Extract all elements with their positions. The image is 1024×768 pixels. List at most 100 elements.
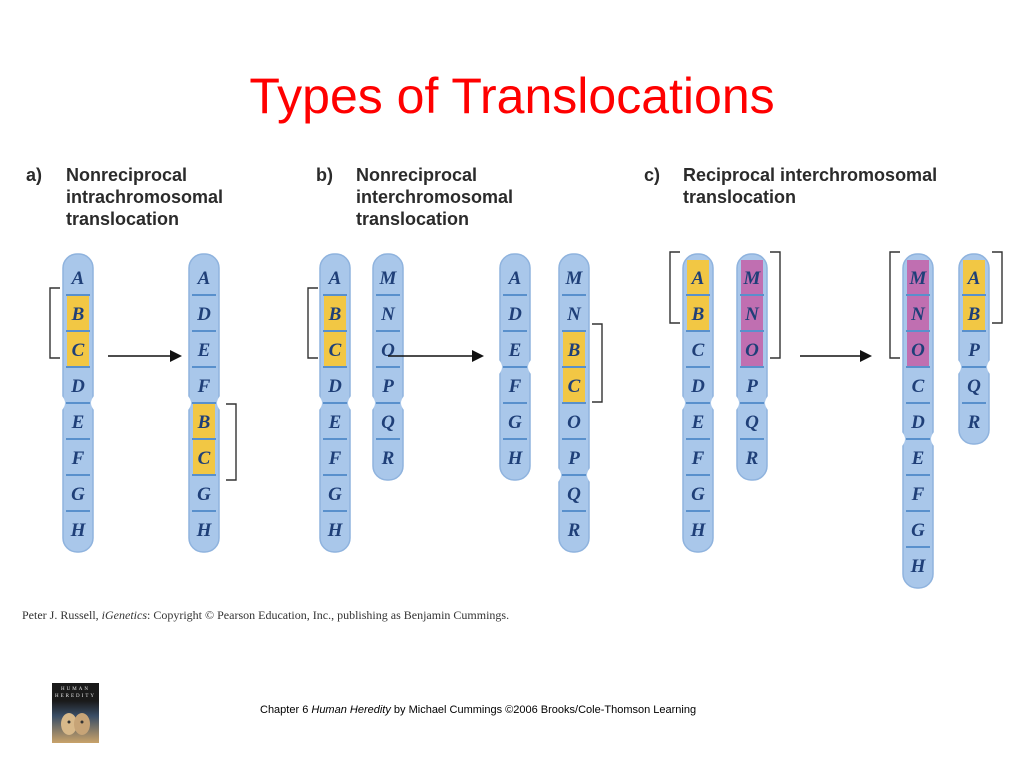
highlight-band xyxy=(741,332,763,366)
arrow-c xyxy=(800,350,872,362)
band-label: B xyxy=(328,304,342,325)
band-label: C xyxy=(912,376,925,397)
band-label: B xyxy=(691,304,705,325)
highlight-band xyxy=(687,296,709,330)
band-label: A xyxy=(71,268,85,289)
band-label: C xyxy=(198,448,211,469)
footer-prefix: Chapter 6 xyxy=(260,704,312,716)
band-label: H xyxy=(70,520,87,541)
band-label: O xyxy=(911,340,925,361)
band-label: G xyxy=(691,484,705,505)
slide-footer: Chapter 6 Human Heredity by Michael Cumm… xyxy=(260,704,696,716)
book-cover-thumbnail: HUMAN HEREDITY xyxy=(52,683,99,743)
band-label: F xyxy=(197,376,211,397)
band-label: P xyxy=(967,340,980,361)
band-label: F xyxy=(691,448,705,469)
bracket-c-before-2 xyxy=(770,251,781,359)
band-label: N xyxy=(380,304,396,325)
band-label: G xyxy=(508,412,522,433)
band-label: Q xyxy=(745,412,759,433)
highlight-band xyxy=(741,296,763,330)
band-label: E xyxy=(71,412,85,433)
bracket-a-before xyxy=(49,287,60,359)
band-label: F xyxy=(71,448,85,469)
band-label: E xyxy=(328,412,342,433)
band-label: E xyxy=(691,412,705,433)
band-label: D xyxy=(196,304,211,325)
band-label: A xyxy=(967,268,981,289)
band-label: D xyxy=(690,376,705,397)
band-label: A xyxy=(508,268,522,289)
translocation-diagram: ABCDEFGHADEFBCGHABCDEFGHMNOPQRADEFGHMNBC… xyxy=(49,251,1003,589)
panel-a-label: a) Nonreciprocal intrachromosomal transl… xyxy=(26,164,286,234)
band-label: G xyxy=(911,520,925,541)
band-label: D xyxy=(70,376,85,397)
band-label: M xyxy=(379,268,398,289)
band-label: G xyxy=(328,484,342,505)
band-label: H xyxy=(910,556,927,577)
bracket-c-after-2 xyxy=(992,251,1003,324)
slide-title: Types of Translocations xyxy=(249,68,775,124)
figure-credit: Peter J. Russell, iGenetics: Copyright ©… xyxy=(22,608,509,623)
band-label: F xyxy=(328,448,342,469)
highlight-band xyxy=(324,332,346,366)
highlight-band xyxy=(193,404,215,438)
footer-suffix: by Michael Cummings ©2006 Brooks/Cole-Th… xyxy=(390,704,697,716)
band-label: N xyxy=(910,304,926,325)
band-label: A xyxy=(328,268,342,289)
band-label: R xyxy=(567,520,581,541)
band-label: Q xyxy=(381,412,395,433)
highlight-band xyxy=(563,368,585,402)
bracket-a-after xyxy=(226,403,237,481)
band-label: C xyxy=(329,340,342,361)
band-label: D xyxy=(507,304,522,325)
book-cover-text: HUMAN HEREDITY xyxy=(55,687,96,699)
highlight-band xyxy=(907,332,929,366)
highlight-band xyxy=(193,440,215,474)
band-label: A xyxy=(691,268,705,289)
highlight-band xyxy=(563,332,585,366)
band-label: G xyxy=(71,484,85,505)
band-label: H xyxy=(690,520,707,541)
bracket-c-after-1 xyxy=(889,251,900,359)
band-label: P xyxy=(567,448,580,469)
panel-c-heading: Reciprocal interchromosomal translocatio… xyxy=(683,165,938,207)
highlight-band xyxy=(741,260,763,294)
panel-c-letter: c) xyxy=(644,165,661,185)
highlight-band xyxy=(963,296,985,330)
credit-author: Peter J. Russell, xyxy=(22,608,102,622)
credit-rest: : Copyright © Pearson Education, Inc., p… xyxy=(147,608,510,622)
panel-a-letter: a) xyxy=(26,165,43,185)
highlight-band xyxy=(67,296,89,330)
arrow-a xyxy=(108,350,182,362)
brackets-and-arrows xyxy=(49,251,1003,481)
band-label: B xyxy=(71,304,85,325)
bracket-b-before xyxy=(307,287,318,359)
band-label: R xyxy=(967,412,981,433)
band-label: C xyxy=(692,340,705,361)
band-label: H xyxy=(507,448,524,469)
bracket-c-before-1 xyxy=(669,251,680,324)
band-label: C xyxy=(72,340,85,361)
band-label: N xyxy=(566,304,582,325)
band-label: B xyxy=(567,340,581,361)
band-label: M xyxy=(909,268,928,289)
band-label: D xyxy=(910,412,925,433)
band-label: R xyxy=(745,448,759,469)
band-label: H xyxy=(196,520,213,541)
band-label: O xyxy=(567,412,581,433)
arrow-b xyxy=(388,350,484,362)
panel-b-heading: Nonreciprocal interchromosomal transloca… xyxy=(356,165,514,229)
band-label: E xyxy=(911,448,925,469)
band-label: Q xyxy=(567,484,581,505)
band-label: C xyxy=(568,376,581,397)
